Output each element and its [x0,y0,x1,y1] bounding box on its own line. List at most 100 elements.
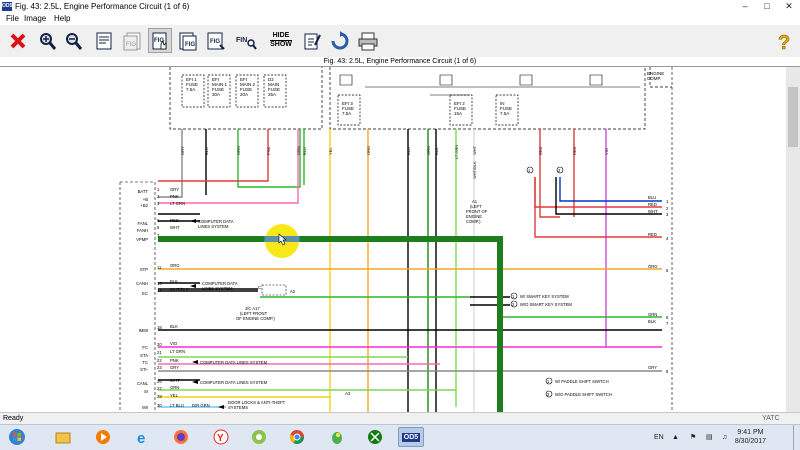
svg-text:FUSE: FUSE [268,87,280,92]
app-icon: OD5 [2,2,13,11]
svg-text:EFI: EFI [212,77,219,82]
svg-text:LT BLU: LT BLU [170,403,184,408]
svg-text:?: ? [778,32,790,52]
svg-text:30: 30 [157,403,162,408]
svg-text:FUSE: FUSE [500,106,512,111]
status-text: Ready [3,415,24,422]
refresh-button[interactable] [328,28,352,53]
svg-text:ORG: ORG [366,146,371,155]
taskbar-parrot[interactable] [326,427,348,447]
svg-text:TC: TC [142,360,148,365]
svg-text:e: e [137,430,145,445]
show-desktop-button[interactable] [793,425,800,450]
svg-text:IMI: IMI [142,405,148,410]
taskbar-chrome[interactable] [286,427,308,447]
svg-text:RED: RED [538,146,543,155]
start-button[interactable] [6,427,28,447]
find-icon: FIN [236,37,257,50]
red-x-icon [10,33,26,48]
scrollbar-thumb[interactable] [788,87,798,147]
svg-text:FIG: FIG [126,42,136,48]
fig-list-icon: FIG [207,32,225,50]
language-indicator[interactable]: EN [654,434,664,441]
od5-icon: OD5 [401,432,421,442]
svg-text:COMPUTER DATA: COMPUTER DATA [202,281,238,286]
zoom-out-button[interactable] [62,28,86,53]
svg-text:A2: A2 [290,289,296,294]
minimize-button[interactable]: – [742,1,748,11]
svg-text:EFI: EFI [240,77,247,82]
svg-text:6: 6 [666,315,669,320]
svg-text:27: 27 [157,386,162,391]
taskbar-media-player[interactable] [92,427,114,447]
tray-expand-icon[interactable]: ▲ [672,434,679,441]
svg-text:W/O PADDLE SHIFT SWITCH: W/O PADDLE SHIFT SWITCH [555,392,612,397]
media-player-icon [96,430,110,444]
svg-text:8: 8 [666,369,669,374]
menu-file[interactable]: File [6,14,19,23]
taskbar-file-explorer[interactable] [52,427,74,447]
print-button[interactable] [356,28,380,53]
network-icon[interactable]: ▤ [706,434,713,441]
status-right: YATC [762,415,780,422]
parrot-icon [332,432,342,444]
yandex-icon: Y [213,429,229,445]
volume-icon[interactable]: ♫ [722,434,728,441]
fig-next-button[interactable]: FIG [176,28,200,53]
svg-text:GRY: GRY [648,365,657,370]
maximize-button[interactable]: □ [764,1,770,11]
taskbar-xbox[interactable] [364,427,386,447]
clock-date: 8/30/2017 [734,438,766,445]
svg-text:FUSE: FUSE [342,106,354,111]
flag-icon[interactable]: ⚑ [690,434,697,441]
svg-text:COMP.: COMP. [647,76,661,81]
svg-text:STA: STA [140,353,148,358]
taskbar-yandex[interactable]: Y [210,427,232,447]
menu-help[interactable]: Help [54,14,71,23]
fig-select-button[interactable]: FIG [148,28,172,53]
fig-prev-button[interactable]: FIG [120,28,144,53]
svg-text:13: 13 [157,281,162,286]
svg-text:BLU: BLU [302,147,307,155]
window-title: Fig. 43: 2.5L, Engine Performance Circui… [15,2,190,11]
svg-text:VIO: VIO [170,341,178,346]
notes-button[interactable] [300,28,324,53]
svg-text:5: 5 [666,268,669,273]
svg-text:11: 11 [157,265,162,270]
view-figure-button[interactable] [92,28,116,53]
svg-text:7: 7 [666,321,669,326]
svg-text:7: 7 [157,233,160,238]
vertical-scrollbar[interactable] [786,67,800,412]
taskbar-app-green[interactable] [248,427,270,447]
fig-list-button[interactable]: FIG [204,28,228,53]
clock[interactable]: 9:41 PM 8/30/2017 [735,428,766,446]
svg-text:5: 5 [157,218,160,223]
close-figure-button[interactable] [6,28,30,53]
find-button[interactable]: FIN [234,28,258,53]
svg-text:FUSE: FUSE [212,87,224,92]
taskbar-od5[interactable]: OD5 [398,427,424,447]
close-window-button[interactable]: ✕ [785,1,793,11]
svg-text:FIG: FIG [154,38,164,44]
svg-text:DOOR LOCKS & ANTI-THEFT: DOOR LOCKS & ANTI-THEFT [228,400,286,405]
zoom-in-icon [40,32,57,50]
taskbar-firefox[interactable] [170,427,192,447]
svg-text:VPMP: VPMP [136,237,148,242]
menu-image[interactable]: Image [24,14,47,23]
clock-time: 9:41 PM [737,429,764,436]
svg-text:A1: A1 [472,199,478,204]
svg-text:Y: Y [217,433,224,444]
help-button[interactable]: ? [772,28,796,53]
svg-text:GRN: GRN [170,385,179,390]
svg-text:D2: D2 [268,77,274,82]
zoom-in-button[interactable] [36,28,60,53]
svg-text:WHT: WHT [648,209,658,214]
svg-text:COMPUTER DATA LINES SYSTEM: COMPUTER DATA LINES SYSTEM [200,380,268,385]
svg-text:BLU: BLU [648,195,656,200]
svg-text:21: 21 [157,350,162,355]
taskbar-ie[interactable]: e [132,427,154,447]
svg-text:FUSE: FUSE [240,87,252,92]
svg-text:FRONT OF: FRONT OF [466,209,488,214]
